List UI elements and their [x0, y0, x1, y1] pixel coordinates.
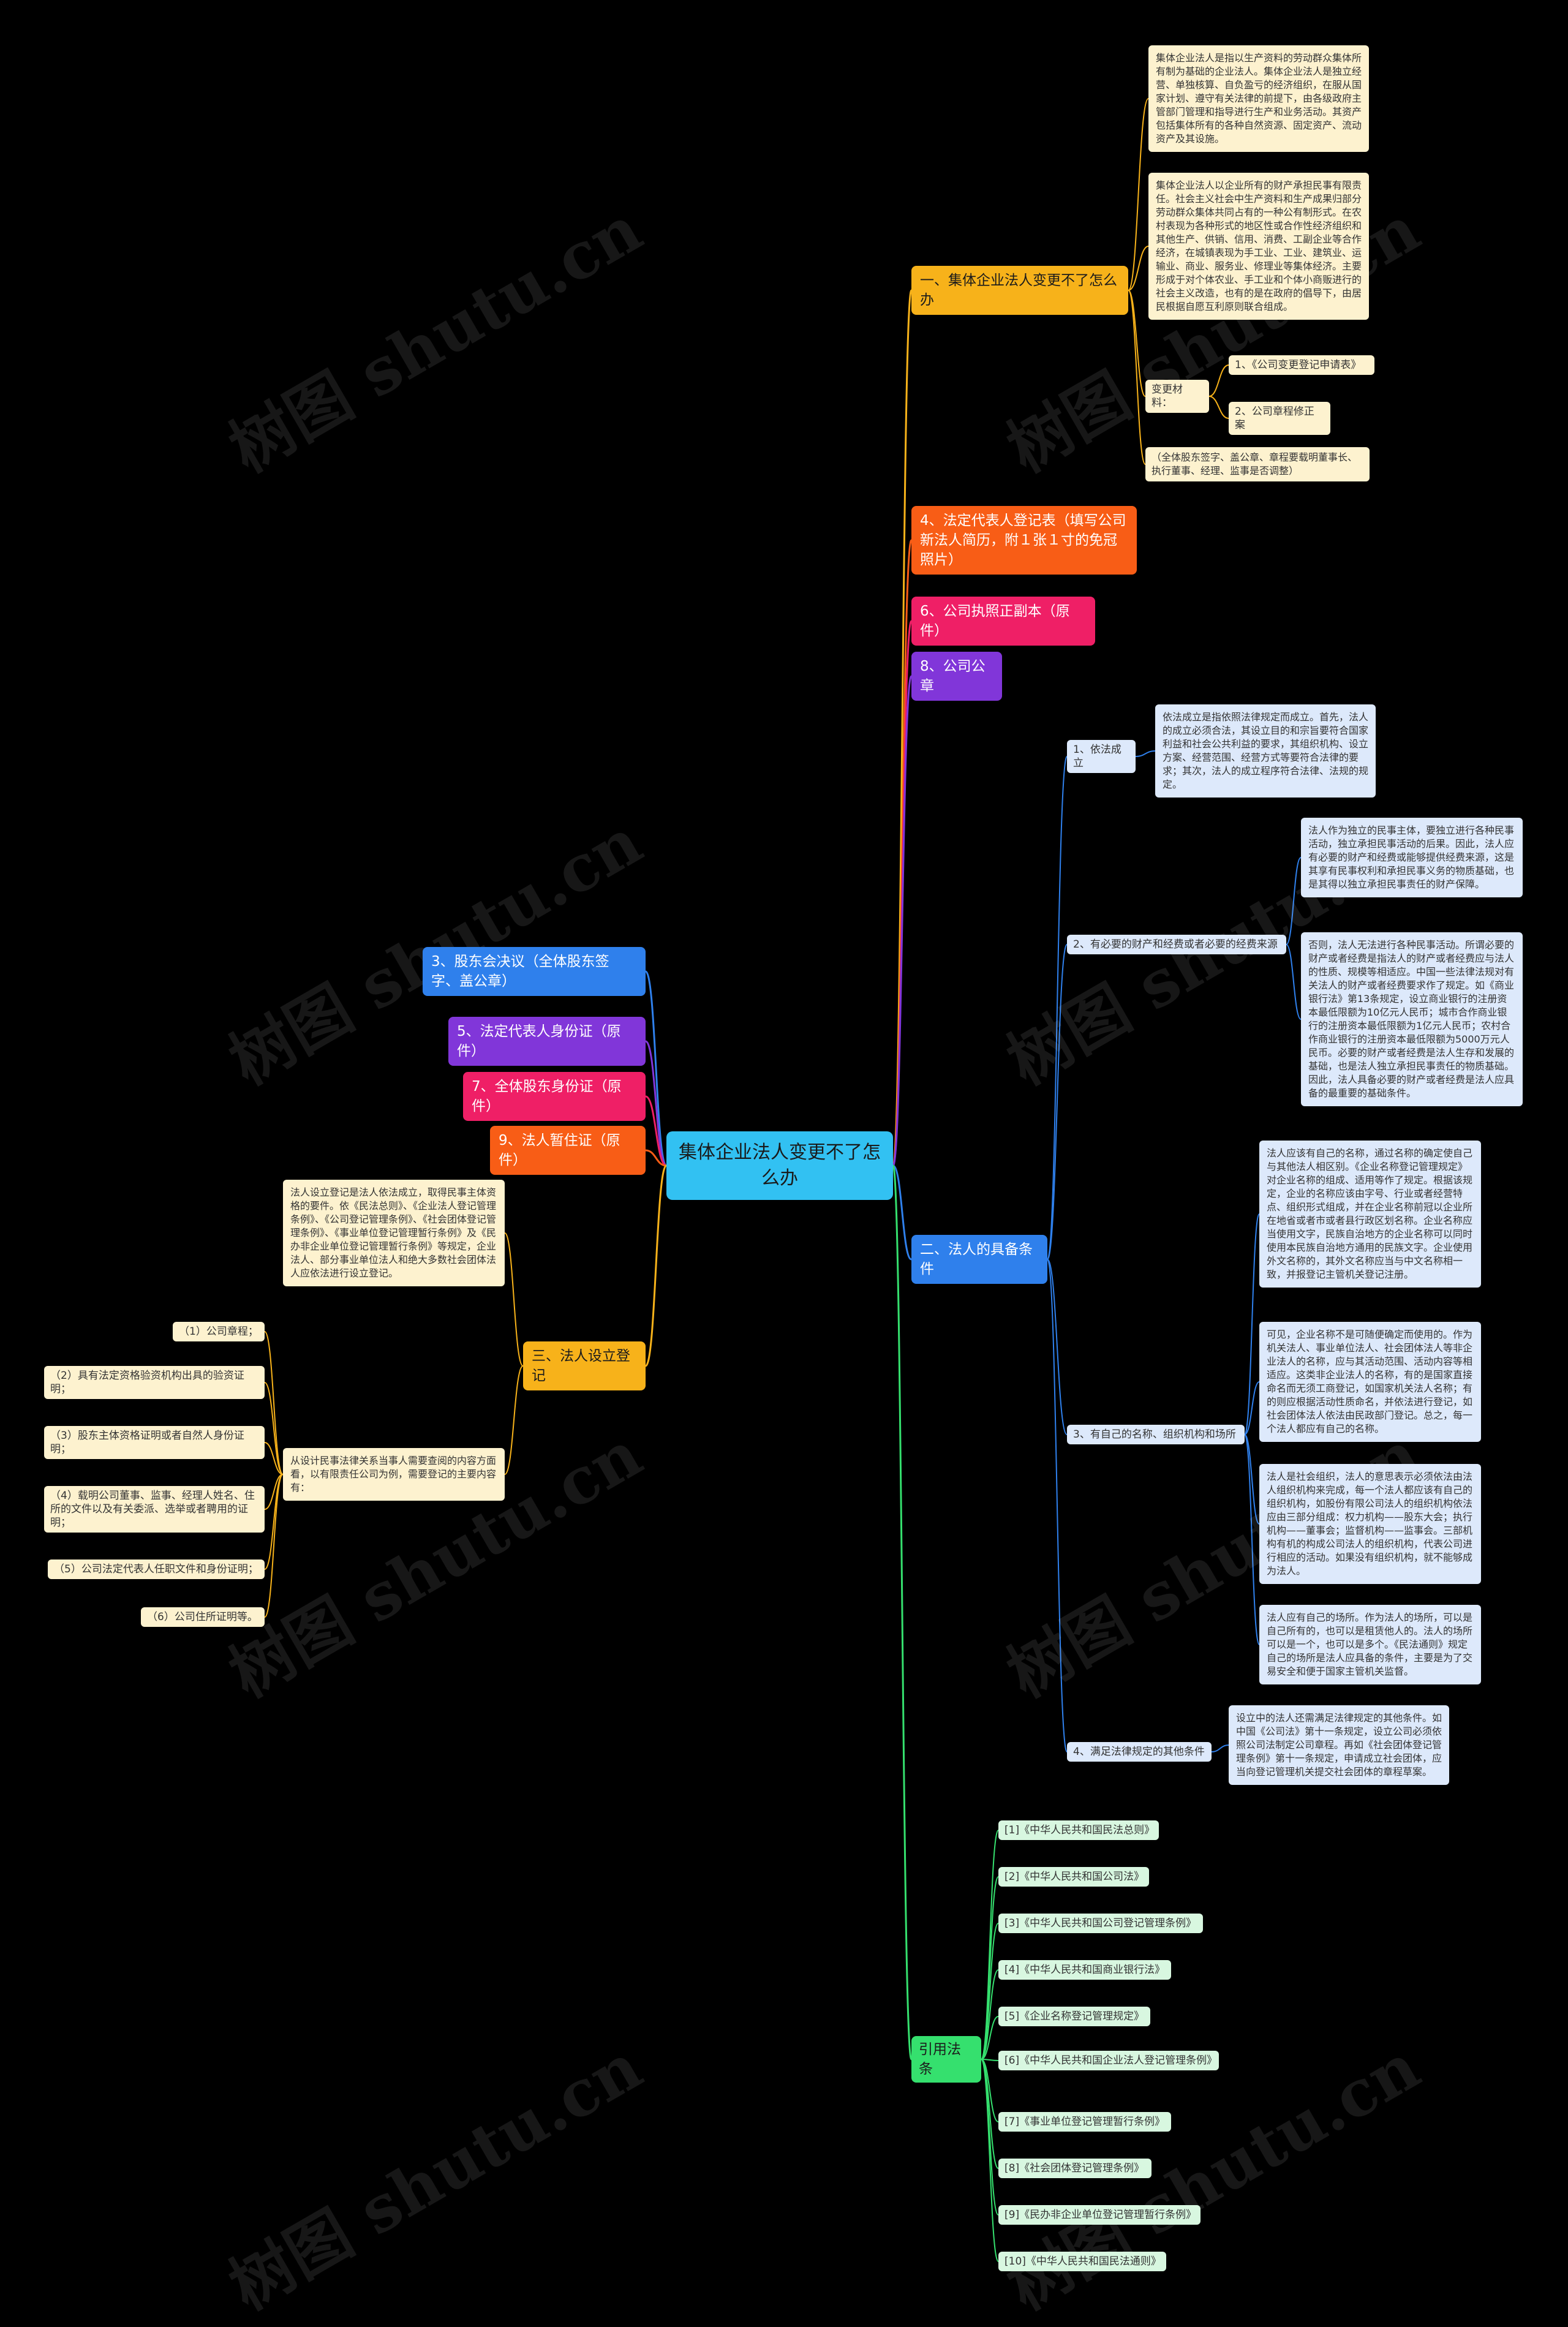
connector-line	[504, 1232, 524, 1367]
connector-line	[264, 1474, 284, 1618]
leaf-registration-basis[interactable]: 法人设立登记是法人依法成立，取得民事主体资格的要件。依《民法总则》、《企业法人登…	[283, 1180, 505, 1286]
connector-line	[644, 1040, 668, 1167]
connector-line	[1286, 857, 1302, 945]
connector-line	[1244, 1381, 1260, 1435]
connector-line	[1244, 1213, 1260, 1435]
connector-line	[264, 1442, 284, 1475]
branch-legal-person-conditions[interactable]: 二、法人的具备条件	[911, 1235, 1047, 1284]
law-item[interactable]: [3]《中华人民共和国公司登记管理条例》	[998, 1914, 1203, 1933]
branch-business-license[interactable]: 6、公司执照正副本（原件）	[911, 597, 1095, 646]
connector-line	[1047, 944, 1068, 1260]
registration-item[interactable]: （5）公司法定代表人任职文件和身份证明；	[48, 1560, 265, 1579]
law-item[interactable]: [8]《社会团体登记管理条例》	[998, 2159, 1152, 2178]
connector-line	[1244, 1434, 1260, 1525]
law-item[interactable]: [10]《中华人民共和国民法通则》	[998, 2252, 1166, 2271]
connector-line	[264, 1331, 284, 1475]
connector-line	[1128, 290, 1146, 397]
leaf-lawful-establishment[interactable]: 依法成立是指依照法律规定而成立。首先，法人的成立必须合法，其设立目的和宗旨要符合…	[1155, 704, 1376, 798]
connector-line	[1047, 1259, 1068, 1435]
change-materials-label[interactable]: 变更材料：	[1145, 380, 1209, 413]
registration-item[interactable]: （6）公司住所证明等。	[141, 1607, 265, 1627]
leaf-registration-contents[interactable]: 从设计民事法律关系当事人需要查阅的内容方面看，以有限责任公司为例，需要登记的主要…	[283, 1448, 505, 1501]
registration-item[interactable]: （1）公司章程；	[173, 1322, 265, 1341]
leaf-organization[interactable]: 法人是社会组织，法人的意思表示必须依法由法人组织机构来完成，每一个法人都应该有自…	[1259, 1464, 1481, 1584]
connector-line	[892, 1164, 912, 1261]
branch-legal-rep-id[interactable]: 5、法定代表人身份证（原件）	[448, 1017, 646, 1066]
connector-line	[1128, 246, 1149, 291]
condition-other-legal-requirements[interactable]: 4、满足法律规定的其他条件	[1067, 1742, 1212, 1762]
leaf-signature-note[interactable]: （全体股东签字、盖公章、章程要载明董事长、执行董事、经理、监事是否调整）	[1145, 447, 1370, 481]
law-item[interactable]: [2]《中华人民共和国公司法》	[998, 1867, 1149, 1887]
connector-line	[264, 1474, 284, 1510]
leaf-property-basis[interactable]: 法人作为独立的民事主体，要独立进行各种民事活动，独立承担民事活动的后果。因此，法…	[1301, 818, 1523, 897]
branch-cited-laws[interactable]: 引用法条	[911, 2036, 981, 2083]
branch-shareholder-resolution[interactable]: 3、股东会决议（全体股东签字、盖公章）	[423, 947, 646, 996]
leaf-collective-liability[interactable]: 集体企业法人以企业所有的财产承担民事有限责任。社会主义社会中生产资料和生产成果归…	[1148, 173, 1369, 320]
material-change-application-form[interactable]: 1、《公司变更登记申请表》	[1229, 355, 1374, 375]
branch-shareholder-ids[interactable]: 7、全体股东身份证（原件）	[463, 1072, 646, 1121]
connector-line	[1135, 750, 1156, 757]
law-item[interactable]: [9]《民办非企业单位登记管理暂行条例》	[998, 2205, 1200, 2225]
connector-line	[892, 675, 913, 1167]
connector-line	[1211, 1744, 1229, 1752]
connector-line	[1128, 98, 1149, 291]
registration-item[interactable]: （3）股东主体资格证明或者自然人身份证明；	[44, 1426, 265, 1459]
connector-line	[1208, 364, 1229, 397]
branch-legal-rep-registration-form[interactable]: 4、法定代表人登记表（填写公司新法人简历，附１张１寸的免冠照片）	[911, 506, 1137, 575]
condition-name-organization-premises[interactable]: 3、有自己的名称、组织机构和场所	[1067, 1425, 1245, 1444]
leaf-property-requirements[interactable]: 否则，法人无法进行各种民事活动。所谓必要的财产或者经费是指法人的财产或者经费应与…	[1301, 932, 1523, 1106]
registration-item[interactable]: （4）载明公司董事、监事、经理人姓名、住所的文件以及有关委派、选举或者聘用的证明…	[44, 1486, 265, 1533]
connector-line	[981, 1969, 999, 2060]
leaf-name-rules[interactable]: 法人应该有自己的名称，通过名称的确定使自己与其他法人相区别。《企业名称登记管理规…	[1259, 1141, 1481, 1288]
law-item[interactable]: [6]《中华人民共和国企业法人登记管理条例》	[998, 2051, 1219, 2070]
connector-line	[504, 1365, 524, 1475]
connector-line	[981, 2059, 999, 2061]
law-item[interactable]: [7]《事业单位登记管理暂行条例》	[998, 2112, 1171, 2132]
connector-line	[264, 1382, 284, 1475]
connector-line	[1208, 396, 1229, 419]
branch-establishment-registration[interactable]: 三、法人设立登记	[523, 1341, 646, 1390]
leaf-collective-definition[interactable]: 集体企业法人是指以生产资料的劳动群众集体所有制为基础的企业法人。集体企业法人是独…	[1148, 45, 1369, 152]
law-item[interactable]: [4]《中华人民共和国商业银行法》	[998, 1960, 1171, 1980]
connector-line	[981, 2059, 999, 2262]
connector-line	[981, 1830, 999, 2060]
branch-company-seal[interactable]: 8、公司公章	[911, 652, 1002, 701]
registration-item[interactable]: （2）具有法定资格验资机构出具的验资证明；	[44, 1366, 265, 1399]
connector-line	[892, 1164, 913, 2061]
leaf-premises[interactable]: 法人应有自己的场所。作为法人的场所，可以是自己所有的，也可以是租赁他人的。法人的…	[1259, 1605, 1481, 1684]
connector-line	[981, 1876, 999, 2060]
connector-line	[1244, 1434, 1260, 1645]
leaf-other-requirements[interactable]: 设立中的法人还需满足法律规定的其他条件。如中国《公司法》第十一条规定，设立公司必…	[1229, 1705, 1449, 1785]
connector-line	[1286, 944, 1302, 1020]
branch-temp-residence-permit[interactable]: 9、法人暂住证（原件）	[490, 1126, 646, 1175]
law-item[interactable]: [1]《中华人民共和国民法总则》	[998, 1820, 1159, 1840]
root-topic[interactable]: 集体企业法人变更不了怎么办	[666, 1131, 893, 1200]
connector-line	[644, 1164, 668, 1367]
law-item[interactable]: [5]《企业名称登记管理规定》	[998, 2007, 1150, 2026]
material-articles-amendment[interactable]: 2、公司章程修正案	[1229, 402, 1330, 435]
branch-change-collective-legal-person[interactable]: 一、集体企业法人变更不了怎么办	[911, 266, 1128, 315]
connector-line	[981, 2059, 999, 2216]
connector-line	[645, 1149, 667, 1167]
connector-line	[1047, 1259, 1068, 1752]
condition-lawful-establishment[interactable]: 1、依法成立	[1067, 740, 1136, 773]
connector-line	[645, 1095, 667, 1167]
connector-line	[981, 2016, 999, 2060]
connector-line	[1128, 290, 1146, 465]
connector-line	[892, 289, 913, 1167]
leaf-non-enterprise-names[interactable]: 可见，企业名称不是可随便确定而使用的。作为机关法人、事业单位法人、社会团体法人等…	[1259, 1322, 1481, 1442]
connector-line	[1047, 756, 1068, 1260]
condition-necessary-property[interactable]: 2、有必要的财产和经费或者必要的经费来源	[1067, 935, 1286, 954]
